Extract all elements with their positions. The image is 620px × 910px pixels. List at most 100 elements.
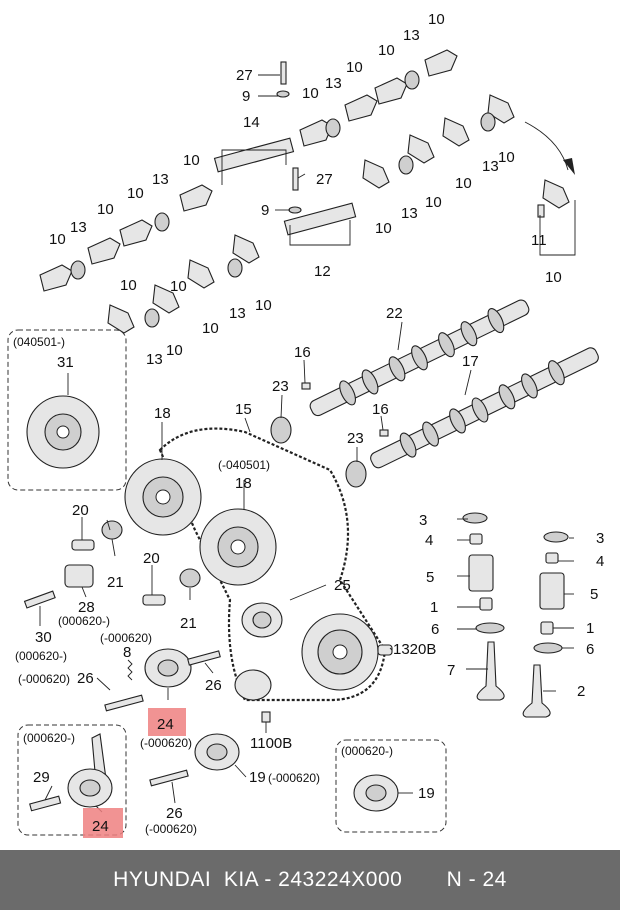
callout-10: 10 xyxy=(97,201,114,218)
highlight-24-main xyxy=(148,708,186,736)
callout-22: 22 xyxy=(386,305,403,322)
callout-24: 24 xyxy=(157,716,174,733)
callout-23: 23 xyxy=(347,430,364,447)
callout-30: 30 xyxy=(35,629,52,646)
callout-13: 13 xyxy=(229,305,246,322)
note-000620-from: (000620-) xyxy=(23,731,75,745)
callout-13: 13 xyxy=(152,171,169,188)
callout-10: 10 xyxy=(166,342,183,359)
callout-10: 10 xyxy=(127,185,144,202)
callout-27: 27 xyxy=(236,67,253,84)
callout-10: 10 xyxy=(428,11,445,28)
callout-18: 18 xyxy=(154,405,171,422)
callout-18: 18 xyxy=(235,475,252,492)
callout-10: 10 xyxy=(425,194,442,211)
callout-10: 10 xyxy=(498,149,515,166)
note-040501-from: (040501-) xyxy=(13,335,65,349)
callout-13: 13 xyxy=(146,351,163,368)
callout-15: 15 xyxy=(235,401,252,418)
callout-1100b: 1100B xyxy=(250,735,292,752)
footer-spacer xyxy=(402,868,446,892)
callout-13: 13 xyxy=(482,158,499,175)
rocker-arm-assembly xyxy=(39,49,576,334)
camshafts xyxy=(270,299,599,488)
callout-11: 11 xyxy=(531,232,547,249)
callout-10: 10 xyxy=(302,85,319,102)
callout-20: 20 xyxy=(72,502,89,519)
valve-train xyxy=(462,512,569,718)
callout-10: 10 xyxy=(202,320,219,337)
callout-27: 27 xyxy=(316,171,333,188)
callout-2: 2 xyxy=(577,683,585,700)
callout-13: 13 xyxy=(70,219,87,236)
highlight-24-detail xyxy=(83,808,123,838)
callout-10: 10 xyxy=(378,42,395,59)
note-000620-from: (000620-) xyxy=(15,649,67,663)
callout-4: 4 xyxy=(425,532,433,549)
callout-3: 3 xyxy=(419,512,427,529)
callout-8: 8 xyxy=(123,644,131,661)
detail-box-31 xyxy=(7,329,127,491)
callout-6: 6 xyxy=(586,641,594,658)
callout-23: 23 xyxy=(272,378,289,395)
callout-14: 14 xyxy=(243,114,260,131)
callout-9: 9 xyxy=(261,202,269,219)
footer-page-ref: N - 24 xyxy=(446,868,507,891)
callout-19: 19 xyxy=(249,769,266,786)
callout-5: 5 xyxy=(426,569,434,586)
callout-28: 28 xyxy=(78,599,95,616)
callout-26: 26 xyxy=(77,670,94,687)
callout-16: 16 xyxy=(372,401,389,418)
callout-20: 20 xyxy=(143,550,160,567)
callout-10: 10 xyxy=(120,277,137,294)
callout-24: 24 xyxy=(92,818,109,835)
callout-labels: 10 13 10 10 13 10 27 9 14 10 13 10 10 13… xyxy=(33,11,604,835)
tensioner-area xyxy=(23,520,240,787)
callout-3: 3 xyxy=(596,530,604,547)
callout-10: 10 xyxy=(183,152,200,169)
note-000620-to: (-000620) xyxy=(18,672,70,686)
timing-belt-system xyxy=(124,427,393,723)
note-000620-from: (000620-) xyxy=(341,744,393,758)
detail-box-24-29 xyxy=(17,724,127,836)
footer-bar: HYUNDAI KIA - 243224X000 N - 24 xyxy=(0,850,620,910)
callout-13: 13 xyxy=(401,205,418,222)
callout-16: 16 xyxy=(294,344,311,361)
callout-21: 21 xyxy=(107,574,124,591)
callout-13: 13 xyxy=(403,27,420,44)
callout-1320b: 1320B xyxy=(393,641,436,658)
callout-4: 4 xyxy=(596,553,604,570)
note-000620-from: (000620-) xyxy=(58,614,110,628)
callout-10: 10 xyxy=(255,297,272,314)
callout-1: 1 xyxy=(586,620,594,637)
callout-17: 17 xyxy=(462,353,479,370)
callout-26: 26 xyxy=(166,805,183,822)
note-040501-to: (-040501) xyxy=(218,458,270,472)
callout-5: 5 xyxy=(590,586,598,603)
applicability-notes: (040501-) (-040501) (000620-) (000620-) … xyxy=(13,335,393,836)
callout-12: 12 xyxy=(314,263,331,280)
footer-part-number: HYUNDAI KIA - 243224X000 xyxy=(113,868,403,891)
callout-10: 10 xyxy=(170,278,187,295)
callout-1: 1 xyxy=(430,599,438,616)
callout-7: 7 xyxy=(447,662,455,679)
exploded-parts-diagram: 10 13 10 10 13 10 27 9 14 10 13 10 10 13… xyxy=(7,11,604,838)
callout-31: 31 xyxy=(57,354,74,371)
callout-19: 19 xyxy=(418,785,435,802)
callout-10: 10 xyxy=(545,269,562,286)
note-000620-to: (-000620) xyxy=(140,736,192,750)
callout-13: 13 xyxy=(325,75,342,92)
callout-6: 6 xyxy=(431,621,439,638)
callout-10: 10 xyxy=(455,175,472,192)
callout-21: 21 xyxy=(180,615,197,632)
note-000620-to: (-000620) xyxy=(100,631,152,645)
callout-10: 10 xyxy=(49,231,66,248)
note-000620-to: (-000620) xyxy=(268,771,320,785)
callout-10: 10 xyxy=(346,59,363,76)
callout-10: 10 xyxy=(375,220,392,237)
callout-25: 25 xyxy=(334,577,351,594)
callout-29: 29 xyxy=(33,769,50,786)
leader-lines xyxy=(39,74,574,813)
note-000620-to: (-000620) xyxy=(145,822,197,836)
callout-9: 9 xyxy=(242,88,250,105)
